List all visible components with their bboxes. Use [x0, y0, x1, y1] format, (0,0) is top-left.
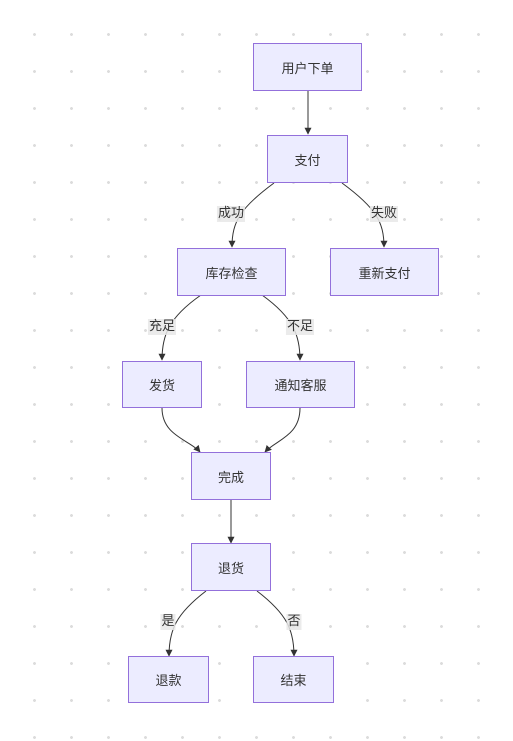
edge-label-fail: 失败	[369, 206, 399, 222]
node-ship[interactable]: 发货	[122, 361, 202, 408]
node-label: 库存检查	[205, 266, 258, 282]
node-label: 退货	[217, 561, 244, 577]
node-notify-support[interactable]: 通知客服	[246, 361, 355, 408]
node-label: 发货	[148, 379, 175, 394]
node-stock-check[interactable]: 库存检查	[177, 248, 286, 296]
node-label: 支付	[294, 153, 321, 169]
node-refund[interactable]: 退款	[128, 656, 209, 703]
edge-label-yes: 是	[160, 614, 176, 630]
edge-label-insufficient: 不足	[285, 319, 315, 335]
edge-ship-done	[161, 407, 201, 453]
node-payment[interactable]: 支付	[267, 135, 348, 183]
edge-notify-done	[264, 407, 301, 453]
node-label: 完成	[217, 470, 244, 486]
node-label: 结束	[280, 674, 307, 689]
node-label: 通知客服	[274, 379, 327, 394]
edge-label-sufficient: 充足	[147, 319, 177, 335]
node-end[interactable]: 结束	[253, 656, 334, 703]
node-repay[interactable]: 重新支付	[330, 248, 439, 296]
node-label: 退款	[155, 674, 182, 689]
node-label: 重新支付	[358, 266, 411, 282]
node-user-order[interactable]: 用户下单	[253, 43, 362, 91]
edge-label-success: 成功	[216, 206, 246, 222]
edge-return-refund	[165, 590, 207, 657]
edge-label-no: 否	[286, 614, 302, 630]
node-complete[interactable]: 完成	[191, 452, 271, 500]
node-label: 用户下单	[281, 61, 334, 77]
node-return[interactable]: 退货	[191, 543, 271, 591]
